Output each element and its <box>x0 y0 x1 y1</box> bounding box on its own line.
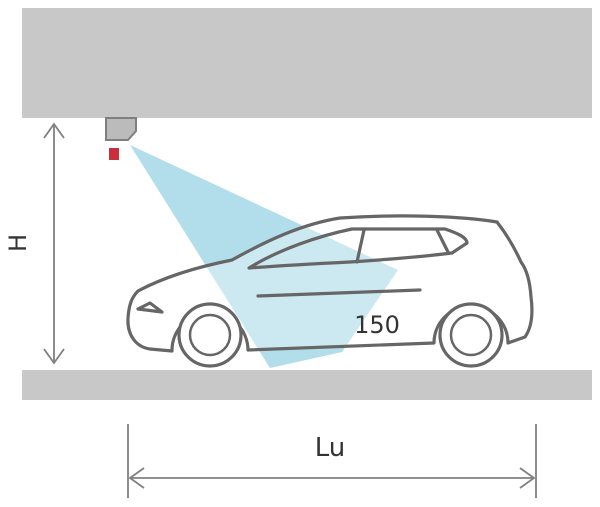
length-dimension <box>127 424 537 498</box>
length-label: Lu <box>315 433 346 463</box>
height-dimension <box>43 122 65 365</box>
car-headlight <box>136 301 164 314</box>
front-wheel <box>177 302 243 368</box>
sensor-housing <box>105 117 137 141</box>
sensor-beam <box>130 145 398 368</box>
car <box>126 214 534 368</box>
car-rear-window <box>435 228 450 254</box>
rear-wheel <box>438 302 504 368</box>
sensor <box>105 117 137 160</box>
front-wheel-rim <box>188 313 232 357</box>
height-label: H <box>4 234 32 252</box>
beam-value-label: 150 <box>354 311 400 339</box>
rear-wheel-rim <box>449 313 493 357</box>
car-door-line <box>256 288 422 298</box>
floor <box>22 370 592 400</box>
car-pillar <box>355 228 366 264</box>
sensor-led <box>109 148 119 160</box>
car-windows <box>247 227 469 270</box>
ceiling <box>22 8 592 118</box>
